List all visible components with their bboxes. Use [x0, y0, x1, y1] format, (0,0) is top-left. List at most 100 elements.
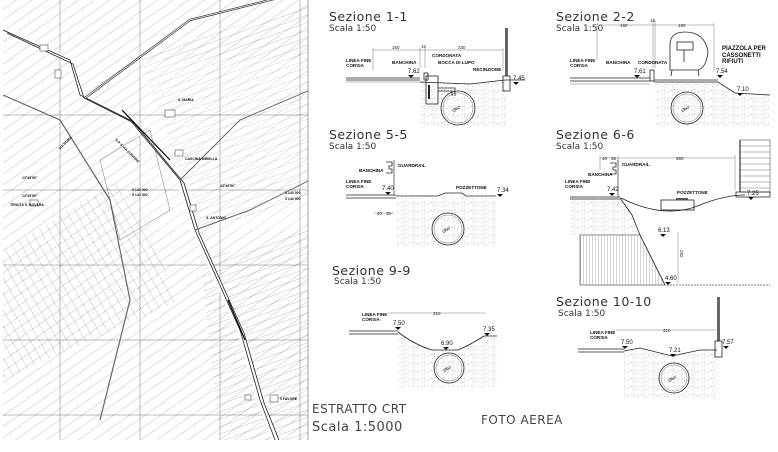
map-label: 5 143 000	[132, 193, 148, 197]
elevation: 7.54	[716, 69, 728, 75]
elevation: 7.40	[382, 186, 394, 192]
label-linea-fine-corsia: LINEA FINE CORSIA	[570, 58, 596, 68]
label: BANCHINA	[359, 168, 384, 173]
label: GUARDRAIL	[398, 163, 426, 168]
pipe-icon	[440, 90, 476, 126]
map-label: 13°49'50"	[22, 176, 38, 180]
section-1-1: Sezione 1-1 Scala 1:50 Ø60 160 15 230 BA…	[329, 9, 525, 126]
elevation: 6.13	[658, 228, 670, 234]
map-scale: Scala 1:5000	[312, 420, 403, 435]
pipe-label: Ø60	[441, 225, 451, 234]
section-scale: Scala 1:50	[558, 309, 606, 319]
label: CORDONATA	[432, 53, 462, 58]
crt-map-extract: S.P. 8 VIA CONFINE VIA ROMA CASCINA MIRE…	[3, 0, 308, 440]
label: POZZETTONE	[677, 190, 708, 195]
section-title: Sezione 5-5	[329, 127, 408, 142]
pipe-icon	[658, 362, 690, 394]
map-label: CASCINA MIRELLA	[185, 157, 218, 161]
label-linea-fine-corsia: LINEA FINE CORSIA	[362, 312, 388, 322]
section-2-2: Sezione 2-2 Scala 1:50 Ø60 160 15 190 BA…	[556, 9, 771, 125]
label: BANCHINA	[588, 172, 613, 177]
map-label: S. ANTONIO	[206, 216, 227, 220]
section-title: Sezione 9-9	[332, 263, 411, 278]
label-linea-fine-corsia: LINEA FINE CORSIA	[346, 58, 372, 68]
dimension: 310	[663, 328, 671, 333]
map-label: 5 144 000	[285, 191, 301, 195]
label-linea-fine-corsia: LINEA FINE CORSIA	[346, 179, 372, 189]
dimension: 190	[678, 23, 686, 28]
dimension: 160	[392, 45, 400, 50]
elevation: 7.61	[634, 69, 646, 75]
elevation: 7.57	[722, 340, 734, 346]
label-linea-fine-corsia: LINEA FINE CORSIA	[565, 179, 591, 189]
section-title: Sezione 10-10	[556, 294, 652, 309]
section-title: Sezione 2-2	[556, 9, 635, 24]
label: BANCHINA	[606, 60, 631, 65]
elevation: 7.34	[497, 188, 509, 194]
elevation: 7.50	[621, 340, 633, 346]
fence-post	[502, 75, 511, 92]
elevation: 7.21	[669, 348, 681, 354]
dimension: 15	[421, 44, 427, 49]
dimension: 36	[611, 156, 617, 161]
guardrail-icon	[386, 161, 393, 174]
elevation: 7.62	[408, 69, 420, 75]
map-label: 5 144 000	[285, 197, 301, 201]
dimension: 36	[386, 211, 392, 216]
waste-bin-icon	[669, 31, 709, 77]
map-label: 13°49'50"	[22, 194, 38, 198]
label: POZZETTONE	[456, 185, 487, 190]
map-buildings	[29, 44, 279, 403]
section-scale: Scala 1:50	[334, 277, 382, 287]
dimension: 230	[458, 45, 466, 50]
elevation: 7.50	[393, 321, 405, 327]
elevation: 6.90	[441, 341, 453, 347]
map-label: TENUTA S. BOVARA	[10, 203, 44, 207]
section-title: Sezione 6-6	[556, 127, 635, 142]
section-scale: Scala 1:50	[556, 142, 604, 152]
label-linea-fine-corsia: LINEA FINE CORSIA	[590, 330, 616, 340]
label: GUARDRAIL	[622, 162, 650, 167]
section-scale: Scala 1:50	[329, 24, 377, 34]
elevation: 4.60	[665, 276, 677, 282]
pipe-icon	[431, 212, 465, 246]
label: RECINZIONE	[473, 67, 501, 72]
pipe-label: Ø60	[667, 374, 677, 383]
section-title: Sezione 1-1	[329, 9, 408, 24]
section-scale: Scala 1:50	[556, 24, 604, 34]
pipe-label: Ø60	[451, 104, 461, 113]
label: CORDONATA	[638, 60, 668, 65]
elevation: 7.45	[513, 76, 525, 82]
section-9-9: Sezione 9-9 Scala 1:50 Ø60 310 7.50 7.35…	[332, 263, 497, 388]
label: BANCHINA	[392, 60, 417, 65]
elevation: 7.10	[737, 87, 749, 93]
section-5-5: Sezione 5-5 Scala 1:50 Ø60 40 36 BANCHIN…	[329, 127, 509, 246]
elevation: 7.25	[747, 191, 759, 197]
label-piazzola-cassonetti: PIAZZOLA PER CASSONETTI RIFIUTI	[722, 46, 766, 65]
pipe-label: Ø60	[680, 104, 690, 113]
dimension: 282	[679, 250, 684, 258]
dimension: 310	[433, 311, 441, 316]
map-label: 5 143 000	[132, 188, 148, 192]
dimension: 360	[676, 156, 684, 161]
dimension: 40	[377, 211, 383, 216]
map-label: 13°49'50"	[220, 184, 236, 188]
map-label: S. MARIA	[178, 98, 194, 102]
map-label: 5 FAVORE	[280, 397, 298, 401]
guardrail-icon	[610, 162, 617, 175]
map-title: ESTRATTO CRT	[312, 402, 407, 416]
elevation: 7.42	[607, 187, 619, 193]
elevation: 7.35	[483, 327, 495, 333]
dimension: 40	[602, 156, 608, 161]
aerial-photo-title: FOTO AEREA	[481, 413, 563, 427]
pipe-label: Ø60	[442, 364, 452, 373]
pipe-icon	[670, 91, 704, 125]
dimension: 160	[620, 23, 628, 28]
section-scale: Scala 1:50	[329, 142, 377, 152]
section-6-6: Sezione 6-6 Scala 1:50 40 36 360 282 BAN…	[556, 127, 771, 286]
pipe-icon	[433, 352, 465, 384]
label: BOCCA DI LUPO	[438, 60, 475, 65]
section-10-10: Sezione 10-10 Scala 1:50 Ø60 310 7.50 7.…	[556, 294, 734, 397]
building-wall	[739, 139, 771, 193]
